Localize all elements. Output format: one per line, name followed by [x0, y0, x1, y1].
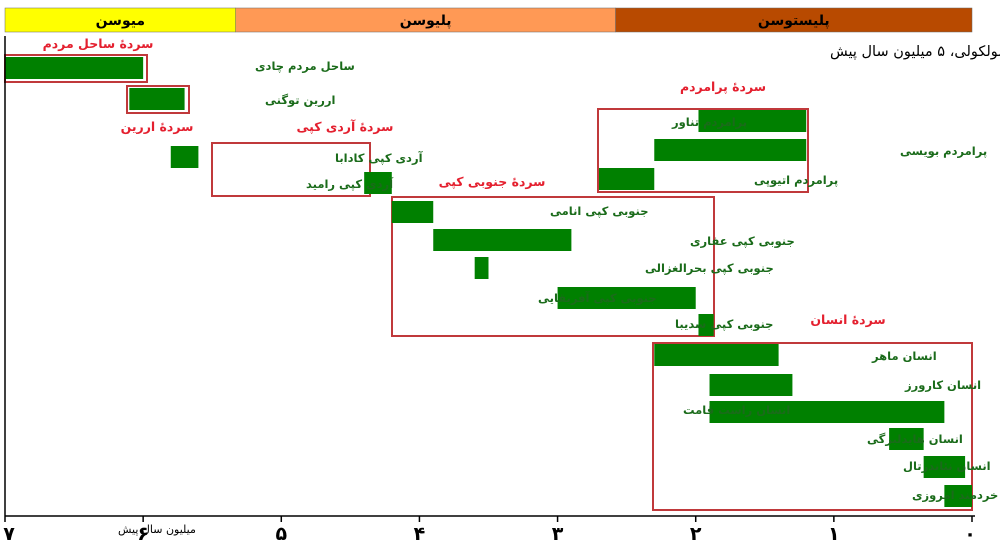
group-label: سردهٔ اررین: [121, 119, 194, 134]
species-bar: [654, 139, 807, 161]
species-bar: [709, 374, 793, 396]
species-label: انسان ماهر: [871, 349, 937, 363]
species-label: جنوبی کپی سدیبا: [675, 317, 773, 332]
group-boxes: [4, 54, 973, 511]
species-bar: [474, 257, 489, 279]
species-bar: [391, 201, 434, 223]
era-label: پلیوسن: [400, 13, 452, 29]
species-bar: [557, 287, 696, 309]
species-bar: [698, 110, 807, 132]
species-label: جنوبی کپی آفریقایی: [538, 291, 657, 306]
group-label: سردهٔ آردی کپی: [297, 119, 394, 134]
x-axis-label: میلیون سال پیش: [118, 523, 196, 536]
species-label: ساحل مردم چادی: [255, 59, 355, 73]
species-bar: [129, 88, 185, 110]
species-bar: [5, 57, 144, 79]
era-band: [235, 7, 616, 33]
species-bar: [698, 314, 714, 336]
x-ticks: ۷ ۶ ۵ ۴ ۳ ۲ ۱ ۰: [3, 516, 976, 545]
group-label: سردهٔ انسان: [810, 312, 885, 327]
species-bar: [944, 485, 972, 507]
species-label: انسان راست قامت: [683, 403, 790, 417]
group-box: [652, 342, 973, 511]
era-label: پلیستوسن: [758, 13, 830, 29]
x-tick-label: ۱: [828, 523, 840, 545]
species-label: انسان نئاندرتال: [903, 459, 991, 473]
species-bar: [889, 428, 924, 450]
species-label: اررین توگنی: [265, 93, 335, 108]
species-bar: [923, 456, 966, 478]
species-bar: [433, 229, 572, 251]
labels: سردهٔ ساحل مردم سردهٔ اررین سردهٔ آردی کپی…: [43, 36, 1000, 503]
x-tick-label: ۷: [3, 523, 15, 545]
species-label: پرامردم بویسی: [900, 144, 987, 159]
x-tick-label: ۵: [275, 523, 287, 545]
group-label: سردهٔ ساحل مردم: [43, 36, 154, 52]
x-tick-label: ۳: [552, 523, 564, 545]
group-label: سردهٔ پرامردم: [680, 79, 766, 95]
x-tick-label: ۰: [964, 523, 976, 545]
era-band: [4, 7, 236, 33]
group-box: [391, 196, 715, 337]
era-bands: میوسن پلیوسن پلیستوسن: [4, 7, 973, 33]
chart-title: جدایی نسل انسان از شامپانزه، با استفاده …: [830, 44, 1000, 60]
bars: [5, 57, 972, 507]
species-bar: [170, 146, 199, 168]
era-band: [615, 7, 973, 33]
era-label: میوسن: [96, 13, 146, 29]
species-bar: [599, 168, 655, 190]
species-label: انسان خردمند امروزی: [912, 488, 1000, 503]
species-bar: [364, 172, 392, 194]
group-box: [211, 142, 371, 197]
species-label: جنوبی کپی عفاری: [690, 234, 795, 249]
species-bar: [709, 401, 945, 423]
group-box: [597, 108, 809, 193]
group-label: سردهٔ جنوبی کپی: [439, 174, 546, 189]
species-label: پرامردم تناور: [671, 115, 747, 130]
x-tick-label: ۴: [414, 523, 426, 545]
species-label: جنوبی کپی انامی: [550, 204, 649, 219]
species-label: انسان کارورز: [904, 378, 981, 393]
species-label: جنوبی کپی بحرالغزالی: [645, 261, 774, 276]
species-label: انسان هایدلبرگی: [867, 432, 963, 446]
group-box: [126, 85, 190, 114]
x-tick-label: ۲: [690, 523, 702, 545]
species-label: آردی کپی کادابا: [335, 151, 424, 165]
x-tick-label: ۶: [137, 523, 149, 545]
species-bar: [654, 344, 779, 366]
species-label: پرامردم اتیوپی: [754, 173, 838, 188]
species-label: آردی کپی رامید: [306, 177, 394, 191]
